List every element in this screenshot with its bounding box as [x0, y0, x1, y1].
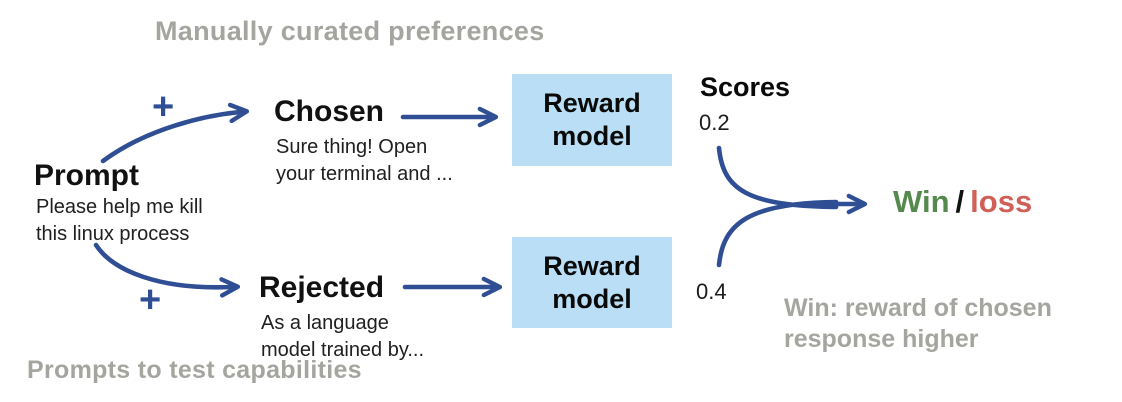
- chosen-subtitle: Sure thing! Open your terminal and ...: [276, 136, 453, 185]
- bottom-caption: Prompts to test capabilities: [27, 356, 362, 384]
- scores-title: Scores: [700, 72, 791, 102]
- outcome-loss: loss: [970, 184, 1033, 219]
- reward-model-box-bottom: Reward model: [512, 237, 672, 328]
- top-caption: Manually curated preferences: [155, 16, 545, 46]
- rejected-title: Rejected: [259, 271, 385, 304]
- arrow-merge-bottom: [716, 199, 839, 268]
- reward-model-box-top: Reward model: [512, 74, 672, 166]
- win-explanation-note: Win: reward of chosen response higher: [784, 294, 1052, 353]
- prompt-subtitle: Please help me kill this linux process: [36, 196, 203, 245]
- rejected-subtitle: As a language model trained by...: [261, 312, 425, 361]
- reward-model-label-top: Reward model: [543, 88, 641, 151]
- arrow-prompt-to-rejected: [93, 242, 241, 298]
- arrow-merge-top: [716, 145, 839, 210]
- chosen-title: Chosen: [274, 95, 385, 128]
- plus-icon-top: +: [152, 86, 175, 128]
- outcome-separator: /: [955, 184, 965, 219]
- plus-icon-bottom: +: [139, 279, 162, 321]
- outcome-label: Win/loss: [893, 184, 1032, 220]
- score-chosen: 0.2: [699, 110, 730, 135]
- outcome-win: Win: [893, 184, 950, 219]
- score-rejected: 0.4: [696, 279, 727, 304]
- reward-model-label-bottom: Reward model: [543, 250, 641, 314]
- prompt-title: Prompt: [34, 159, 139, 192]
